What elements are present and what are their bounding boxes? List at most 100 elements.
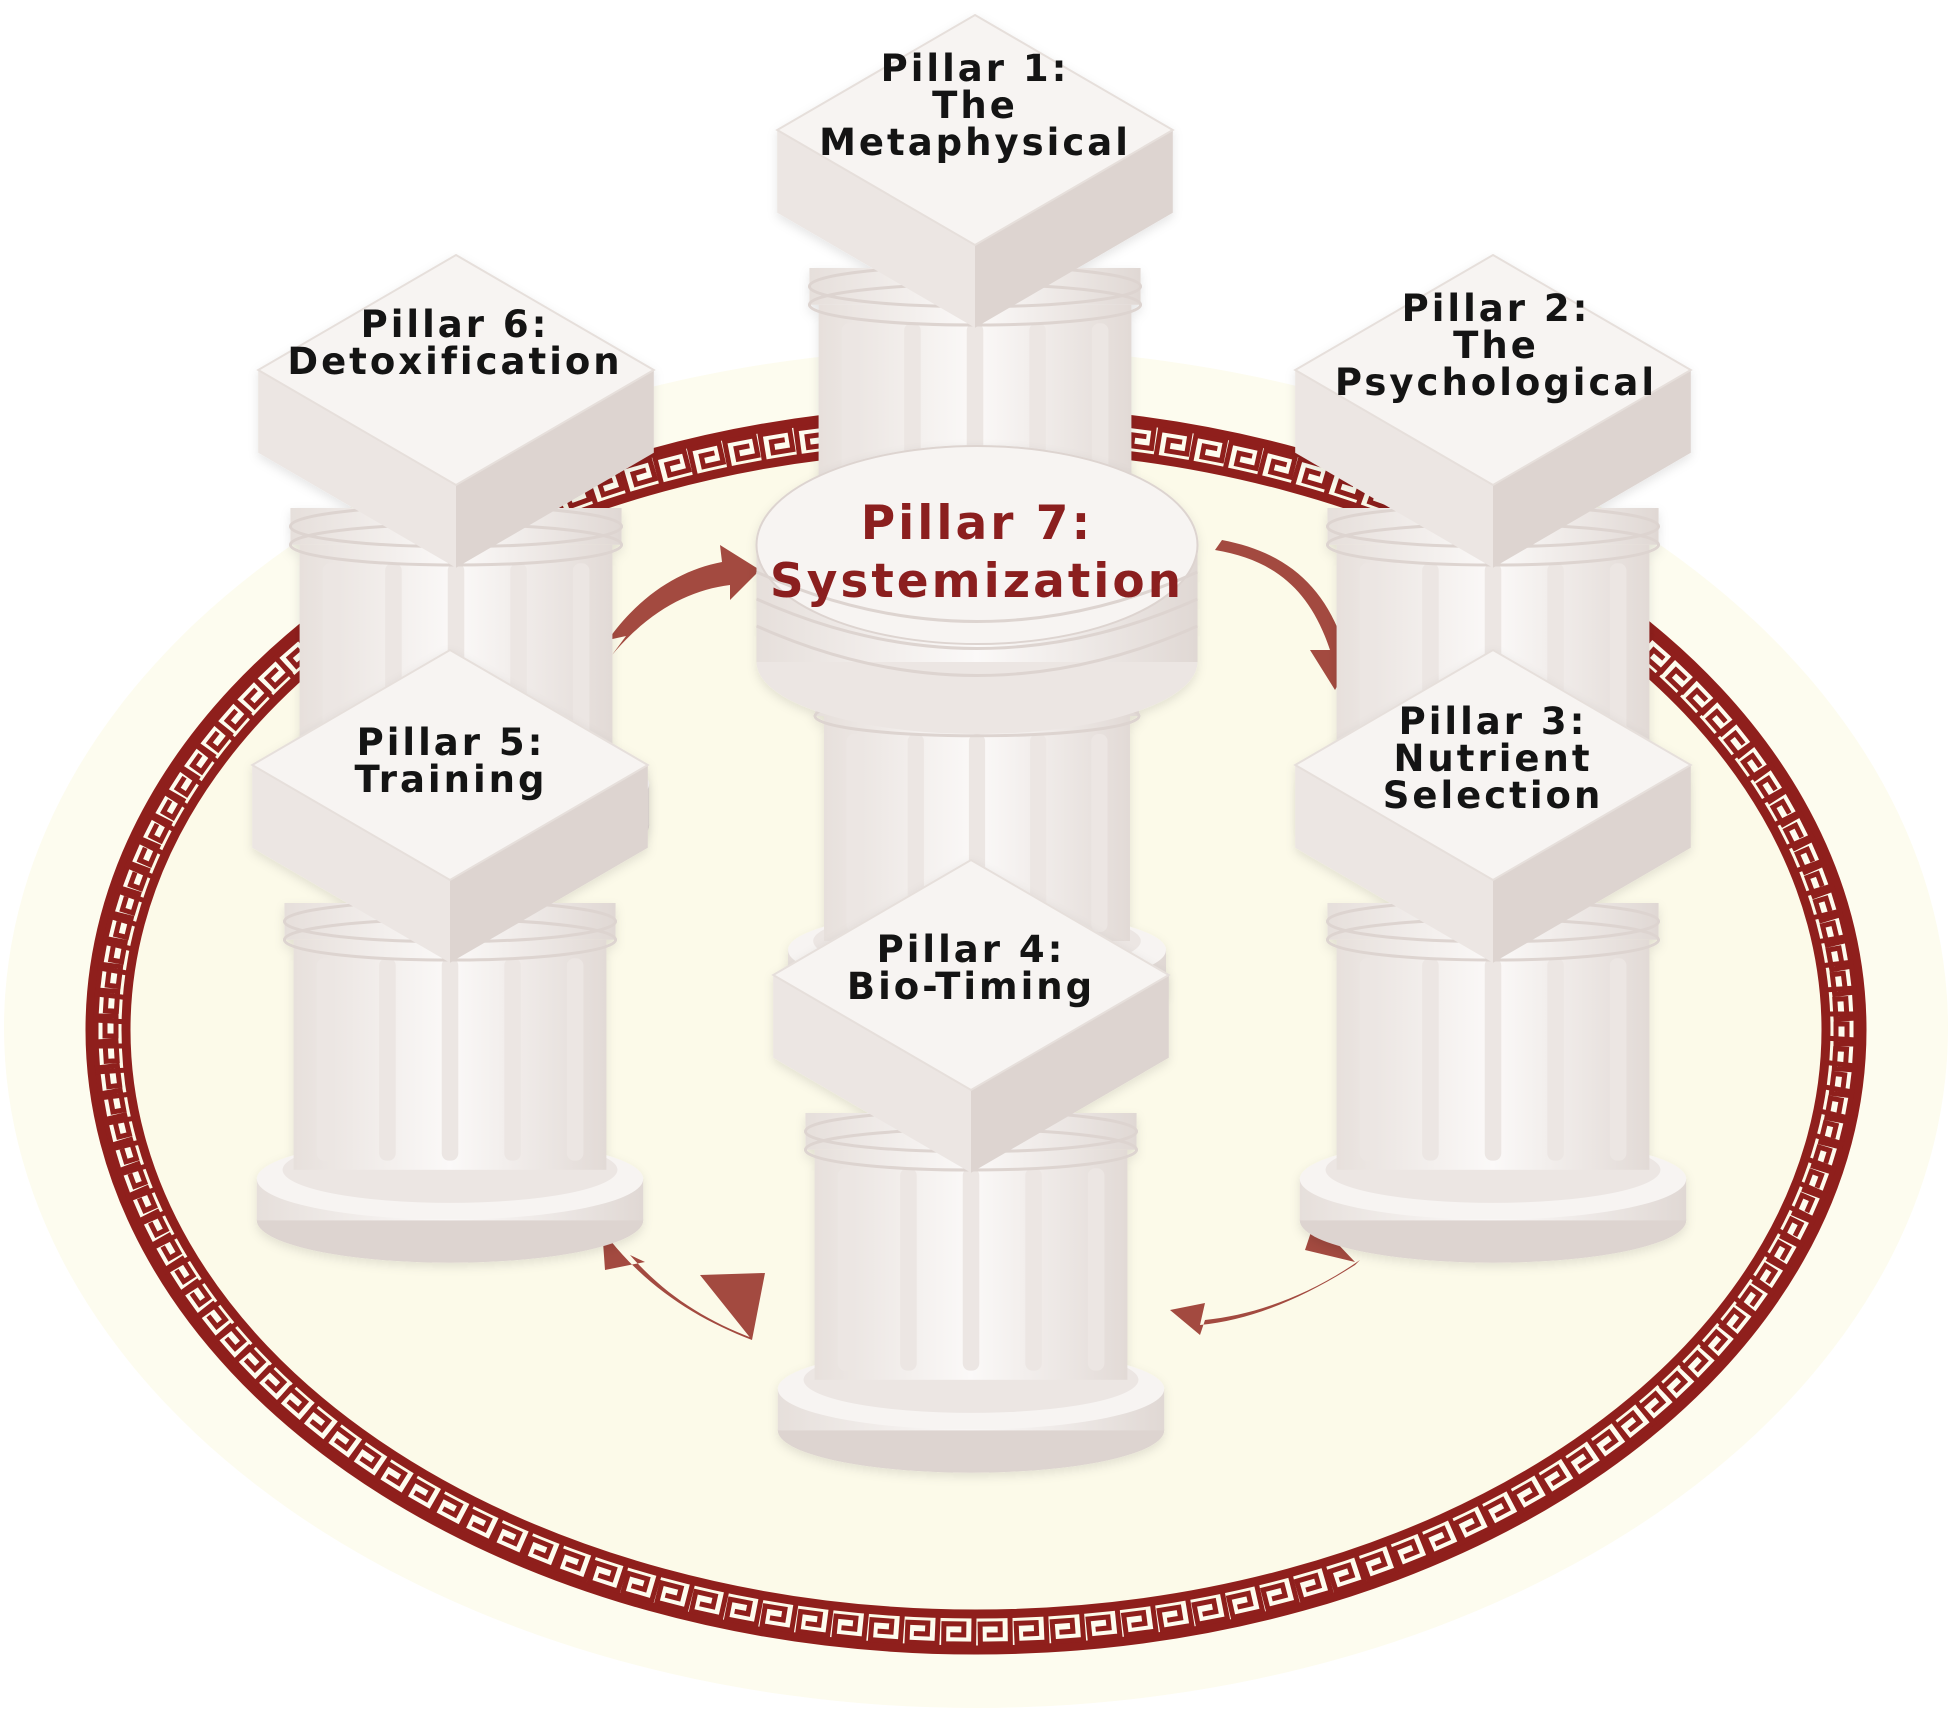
meander-key — [1786, 833, 1827, 876]
meander-key-path — [135, 1208, 178, 1252]
columns-group — [250, 13, 1693, 1473]
meander-key — [1751, 1251, 1792, 1297]
arrow-bottom-right — [1170, 1220, 1360, 1335]
meander-key-path — [124, 835, 162, 879]
meander-key — [723, 1596, 764, 1628]
meander-key — [102, 1111, 139, 1152]
pillar-3-subtitle-b: Selection — [1382, 774, 1604, 817]
meander-key-path — [94, 961, 124, 1000]
column-pillar-7-flute — [1030, 734, 1047, 932]
meander-key — [1827, 985, 1859, 1022]
column-pillar-6-flute — [322, 563, 340, 766]
meander-key-path — [757, 426, 796, 462]
meander-key — [115, 859, 151, 903]
column-pillar-3-cap-left — [1295, 765, 1493, 963]
meander-key — [1828, 1060, 1858, 1099]
meander-key-path — [115, 1160, 156, 1203]
meander-key — [1730, 738, 1775, 782]
meander-key — [759, 1603, 799, 1634]
meander-key-path — [147, 786, 187, 832]
column-pillar-6-flute — [572, 563, 590, 766]
column-pillar-4-cap-top — [771, 858, 1171, 1092]
meander-key-path — [1156, 1598, 1195, 1634]
column-pillar-2-cap-right — [1493, 370, 1691, 568]
pillar-3-title: Pillar 3: — [1398, 700, 1588, 743]
column-pillar-5-flute — [504, 958, 521, 1161]
meander-key-path — [93, 987, 123, 1025]
pillar-6-subtitle: Detoxification — [287, 340, 623, 383]
meander-key-path — [653, 1579, 695, 1613]
column-pillar-5-cap-left — [252, 765, 450, 963]
meander-key — [161, 1255, 206, 1299]
meander-key — [1222, 439, 1264, 472]
column-pillar-3-flute — [1359, 958, 1377, 1161]
meander-key-path — [1796, 857, 1837, 900]
meander-key-path — [1829, 1035, 1859, 1073]
meander-key — [1120, 1604, 1159, 1638]
pillar-1-title: Pillar 1: — [880, 47, 1070, 90]
meander-key-path — [125, 1184, 166, 1227]
meander-key — [115, 1160, 156, 1203]
meander-key-path — [1390, 1530, 1433, 1571]
meander-key-path — [1824, 959, 1858, 998]
meander-key-path — [1188, 432, 1229, 464]
meander-key-path — [723, 1596, 764, 1628]
meander-key — [1481, 1488, 1524, 1531]
meander-key — [1191, 1592, 1231, 1628]
column-pillar-5-cap-right — [450, 765, 648, 963]
meander-key — [619, 1570, 662, 1605]
meander-key — [1790, 1181, 1828, 1225]
meander-key — [107, 884, 142, 927]
column-pillar-5-flute — [566, 958, 584, 1161]
meander-key-path — [619, 1570, 662, 1605]
column-pillar-1-cap-left — [777, 130, 975, 328]
meander-key-path — [1765, 1228, 1805, 1274]
meander-key-path — [1786, 833, 1827, 876]
meander-key-path — [521, 1535, 565, 1572]
meander-key — [1326, 1555, 1368, 1594]
meander-key-path — [1823, 1084, 1855, 1125]
meander-key-path — [1481, 1488, 1524, 1531]
meander-key — [721, 432, 761, 468]
column-pillar-7-flute — [907, 734, 924, 932]
meander-key-path — [177, 1278, 222, 1322]
meander-key — [1013, 1615, 1050, 1647]
meander-key-path — [1225, 1584, 1266, 1621]
meander-key-path — [1222, 439, 1264, 472]
meander-key — [1049, 1612, 1087, 1645]
column-pillar-1-cap-top — [775, 13, 1175, 247]
meander-key — [93, 1013, 123, 1049]
meander-key — [147, 786, 187, 832]
meander-key — [94, 1062, 128, 1101]
column-pillar-5-cap-top — [250, 648, 650, 882]
meander-key-path — [1801, 1157, 1837, 1201]
meander-key-path — [108, 1136, 147, 1178]
column-pillar-4-flute — [837, 1168, 855, 1371]
meander-key-path — [1359, 1543, 1401, 1583]
pillar-3-subtitle-a: Nutrient — [1393, 737, 1593, 780]
meander-key — [688, 1588, 730, 1621]
meander-key-path — [1774, 808, 1817, 852]
meander-key — [553, 1548, 597, 1584]
meander-key-path — [1153, 426, 1193, 457]
column-pillar-5-flute — [316, 958, 334, 1161]
meander-key — [1188, 432, 1229, 464]
meander-key — [904, 1616, 941, 1647]
meander-key — [757, 426, 796, 462]
meander-key — [93, 1038, 125, 1075]
meander-key-path — [795, 1608, 834, 1639]
meander-key — [1774, 808, 1817, 852]
arrow-bottom-left — [602, 1228, 765, 1340]
meander-key-path — [489, 1522, 534, 1560]
meander-key — [1819, 933, 1855, 973]
pillar-4-label: Pillar 4: Bio-Timing — [847, 931, 1095, 1005]
column-pillar-4-flute — [900, 1168, 917, 1371]
meander-key — [135, 810, 174, 856]
column-pillar-7-cap-groove — [755, 597, 1199, 650]
meander-key-path — [1049, 1612, 1087, 1645]
meander-key-path — [1819, 933, 1855, 973]
pillar-4-title: Pillar 4: — [876, 928, 1066, 971]
pillar-4-subtitle: Bio-Timing — [846, 965, 1096, 1008]
meander-key-path — [97, 1087, 133, 1127]
